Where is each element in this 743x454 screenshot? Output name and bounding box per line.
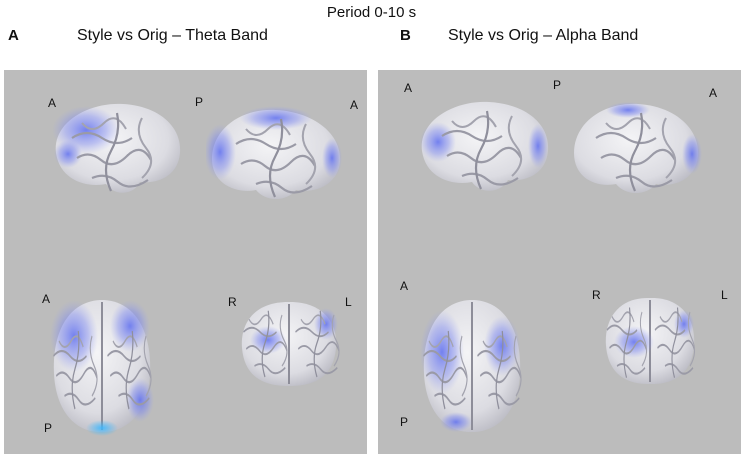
label-right: R bbox=[592, 288, 601, 302]
brain-top-view-theta bbox=[50, 300, 154, 436]
label-left: L bbox=[345, 295, 352, 309]
label-anterior-left: A bbox=[404, 81, 413, 95]
label-posterior: P bbox=[195, 95, 204, 109]
label-anterior-top: A bbox=[400, 279, 409, 293]
brain-top-view-alpha bbox=[420, 300, 523, 432]
brain-left-lateral-alpha bbox=[420, 101, 549, 191]
panel-a-title: Style vs Orig – Theta Band bbox=[77, 27, 268, 44]
panel-a-letter: A bbox=[8, 27, 19, 44]
label-right: R bbox=[228, 295, 237, 309]
label-anterior-top: A bbox=[42, 292, 51, 306]
panel-a: A P A A P R L bbox=[4, 70, 367, 454]
brain-left-lateral-theta bbox=[52, 103, 181, 193]
brain-right-lateral-theta bbox=[206, 106, 342, 199]
figure-title: Period 0-10 s bbox=[326, 4, 417, 21]
panel-b-letter: B bbox=[400, 27, 411, 44]
label-posterior-top: P bbox=[44, 421, 53, 435]
panel-b: A P A A P R L bbox=[378, 70, 741, 454]
label-posterior-top: P bbox=[400, 415, 409, 429]
label-left: L bbox=[721, 288, 728, 302]
label-anterior-right: A bbox=[350, 98, 359, 112]
brain-right-lateral-alpha bbox=[574, 102, 702, 193]
panel-b-title: Style vs Orig – Alpha Band bbox=[448, 27, 639, 44]
brain-frontal-view-theta bbox=[241, 302, 340, 386]
brain-frontal-view-alpha bbox=[605, 298, 696, 384]
label-anterior-right: A bbox=[709, 86, 718, 100]
label-posterior: P bbox=[553, 78, 562, 92]
label-anterior-left: A bbox=[48, 96, 57, 110]
